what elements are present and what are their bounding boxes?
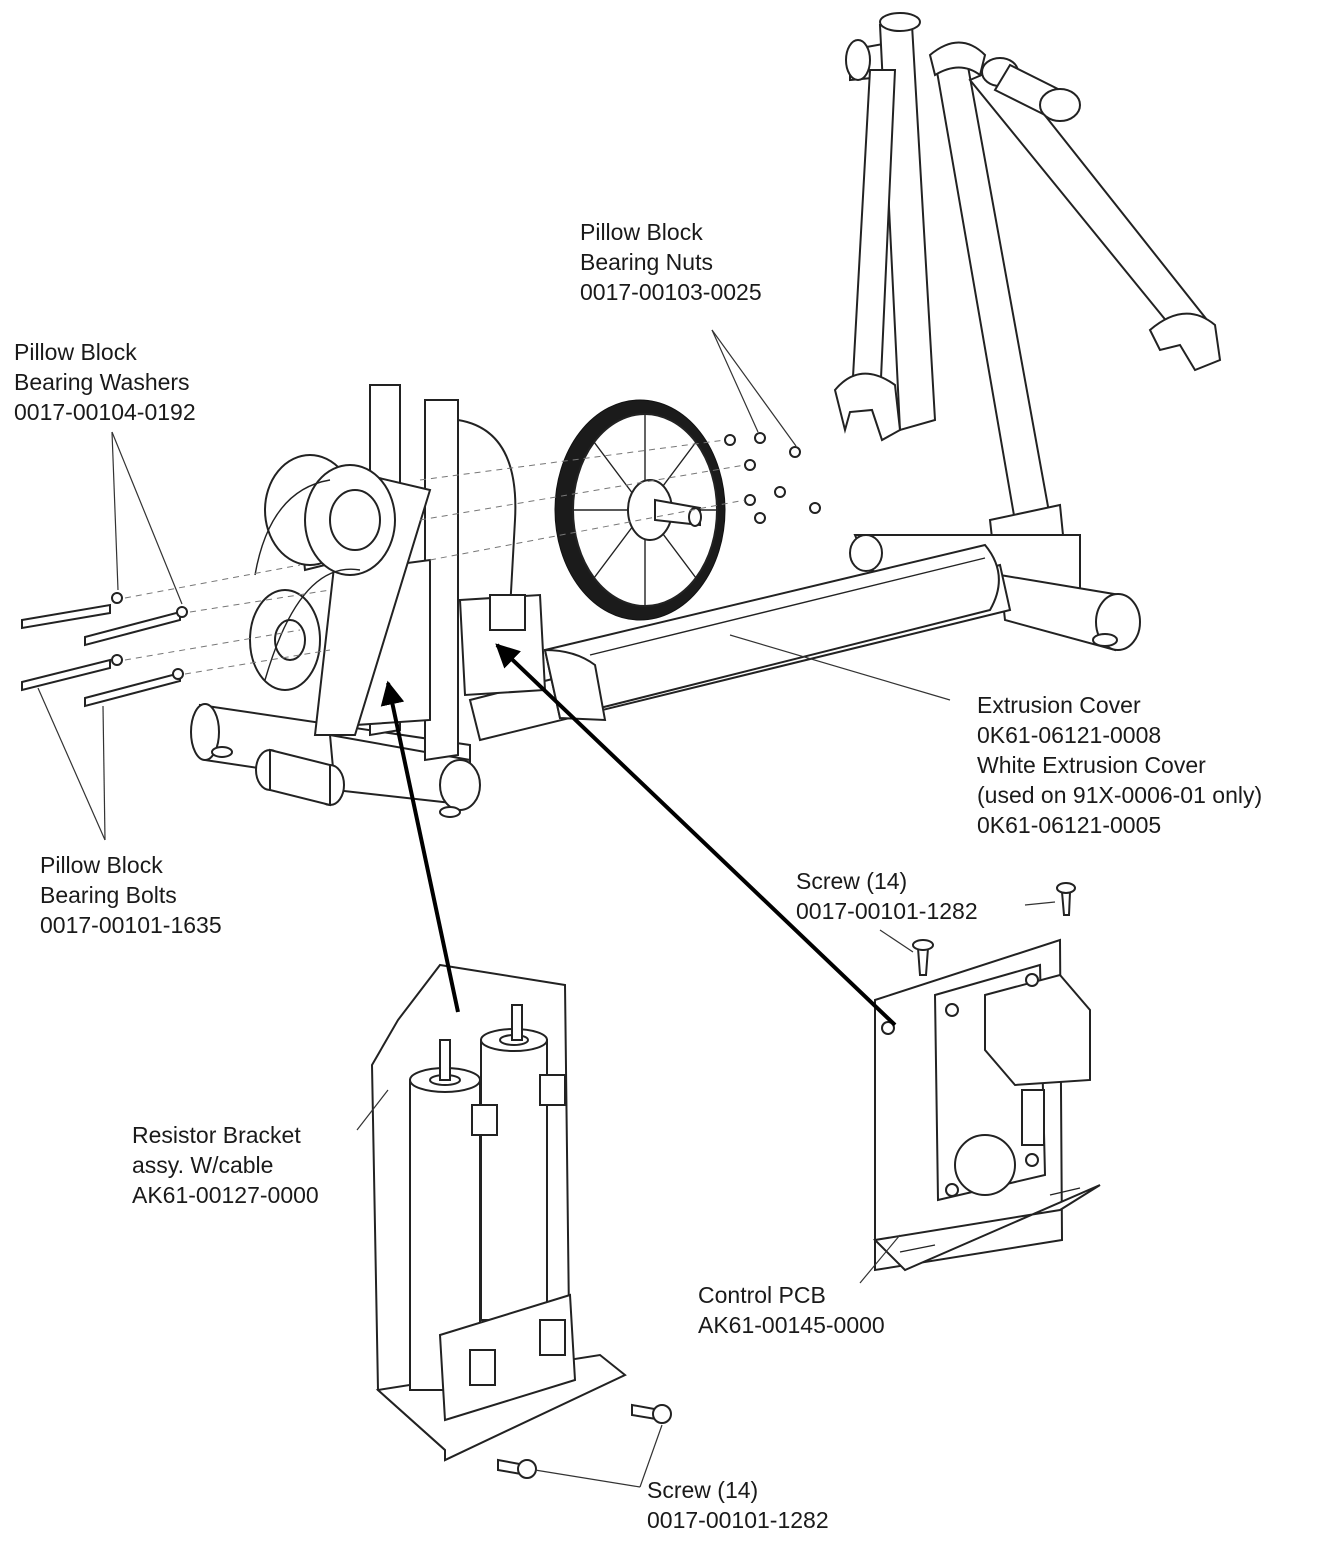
leader-lines: [37, 329, 1056, 1488]
callout-line: assy. W/cable: [132, 1152, 274, 1178]
callout-line: 0017-00104-0192: [14, 399, 196, 425]
callout-line: (used on 91X-0006-01 only): [977, 782, 1263, 808]
callout-line: Pillow Block: [40, 852, 163, 878]
callout-line: 0017-00103-0025: [580, 279, 762, 305]
flywheel-drawing: [554, 399, 726, 621]
callout-screw-top: Screw (14) 0017-00101-1282: [796, 866, 978, 926]
callout-bearing-washers: Pillow Block Bearing Washers 0017-00104-…: [14, 337, 196, 427]
callout-line: Screw (14): [647, 1477, 759, 1503]
callout-screw-bottom: Screw (14) 0017-00101-1282: [647, 1475, 829, 1535]
callout-line: 0K61-06121-0005: [977, 812, 1162, 838]
callout-line: Control PCB: [698, 1282, 826, 1308]
callout-bearing-bolts: Pillow Block Bearing Bolts 0017-00101-16…: [40, 850, 222, 940]
callout-line: Screw (14): [796, 868, 908, 894]
callout-line: 0017-00101-1282: [796, 898, 978, 924]
callout-line: Resistor Bracket: [132, 1122, 301, 1148]
callout-resistor-bracket: Resistor Bracket assy. W/cable AK61-0012…: [132, 1120, 319, 1210]
callout-extrusion-cover: Extrusion Cover 0K61-06121-0008 White Ex…: [977, 690, 1262, 840]
callout-line: 0017-00101-1635: [40, 912, 222, 938]
callout-line: 0017-00101-1282: [647, 1507, 829, 1533]
assembly-arrows: [380, 643, 897, 1027]
alignment-lines: [124, 439, 746, 675]
resistor-bracket-drawing: [370, 963, 672, 1479]
upright-frame-drawing: [833, 12, 1222, 567]
callout-line: Bearing Nuts: [580, 249, 713, 275]
callout-line: Bearing Washers: [14, 369, 190, 395]
callout-line: Extrusion Cover: [977, 692, 1141, 718]
bearing-nuts-drawing: [724, 432, 821, 524]
control-pcb-drawing: [872, 882, 1101, 1272]
callout-line: AK61-00127-0000: [132, 1182, 319, 1208]
callout-line: 0K61-06121-0008: [977, 722, 1162, 748]
callout-bearing-nuts: Pillow Block Bearing Nuts 0017-00103-002…: [580, 217, 762, 307]
callout-line: Pillow Block: [14, 339, 137, 365]
callout-line: AK61-00145-0000: [698, 1312, 885, 1338]
bearing-bolts-drawing: [21, 592, 188, 708]
callout-line: Bearing Bolts: [40, 882, 177, 908]
callout-line: White Extrusion Cover: [977, 752, 1206, 778]
callout-control-pcb: Control PCB AK61-00145-0000: [698, 1280, 885, 1340]
callout-line: Pillow Block: [580, 219, 703, 245]
motor-pulley-drawing: [249, 454, 396, 807]
